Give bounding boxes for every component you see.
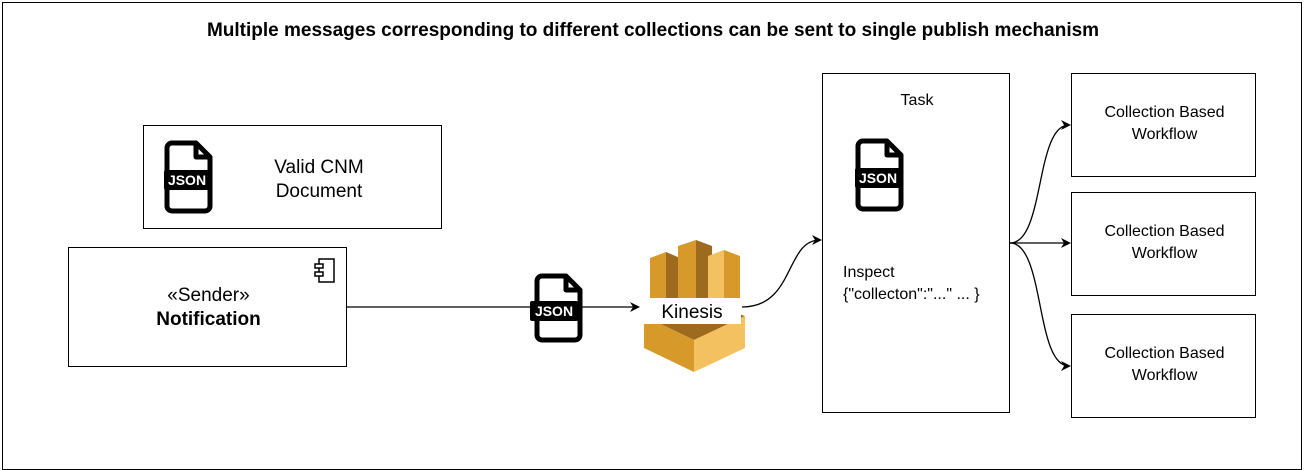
task-box: Task JSON Inspect {"collecton":"..." ...… — [822, 73, 1010, 413]
task-inspect-expression: {"collecton":"..." ... } — [843, 286, 980, 303]
workflow-1-line1: Collection Based — [1104, 104, 1225, 121]
cnm-document-line1: Valid CNM — [274, 157, 364, 178]
task-title: Task — [900, 92, 934, 109]
kinesis-label: Kinesis — [661, 302, 722, 323]
workflow-box-2: Collection Based Workflow — [1071, 192, 1256, 296]
task-to-workflow-3-connector — [1009, 242, 1071, 371]
diagram-title: Multiple messages corresponding to diffe… — [206, 20, 1100, 41]
sender-stereotype: «Sender» — [167, 285, 250, 306]
cnm-document-line2: Document — [275, 181, 363, 202]
workflow-1-line2: Workflow — [1131, 126, 1198, 143]
workflow-2-line1: Collection Based — [1104, 223, 1225, 240]
json-file-icon: JSON — [164, 140, 213, 214]
json-message-icon: JSON — [530, 273, 583, 343]
workflow-box-1: Collection Based Workflow — [1071, 73, 1256, 177]
workflow-2-line2: Workflow — [1131, 245, 1198, 262]
svg-text:JSON: JSON — [168, 172, 206, 188]
task-inspect-label: Inspect — [843, 264, 895, 281]
workflow-box-3: Collection Based Workflow — [1071, 314, 1256, 418]
task-to-workflow-1-connector — [1009, 120, 1071, 244]
svg-text:JSON: JSON — [859, 170, 897, 186]
svg-text:JSON: JSON — [535, 303, 573, 319]
workflow-3-line2: Workflow — [1131, 367, 1198, 384]
kinesis-icon: Kinesis — [643, 240, 745, 372]
json-file-icon: JSON — [855, 138, 904, 212]
sender-name: Notification — [156, 309, 261, 330]
component-icon — [314, 258, 335, 283]
sender-notification-box: «Sender» Notification — [68, 247, 347, 367]
workflow-3-line1: Collection Based — [1104, 345, 1225, 362]
kinesis-to-task-connector — [741, 235, 822, 308]
cnm-document-box: JSON Valid CNM Document — [143, 125, 442, 229]
